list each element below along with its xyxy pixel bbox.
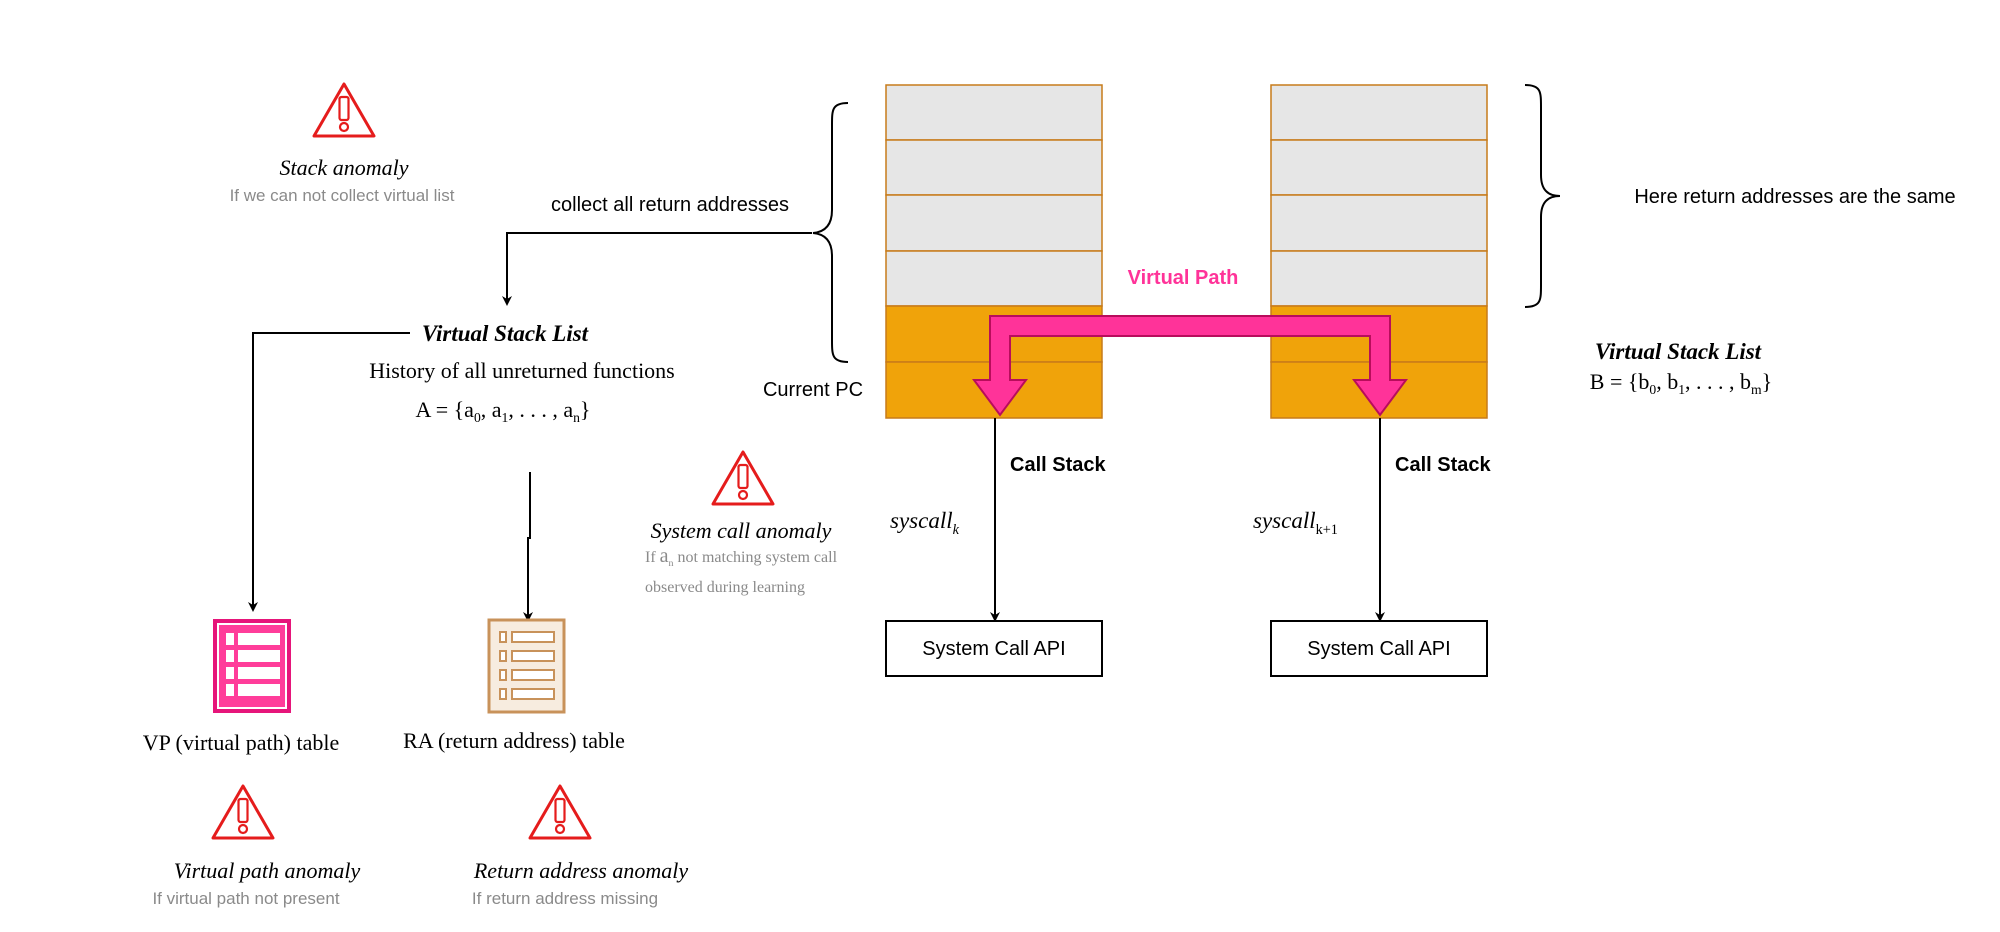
stack-frame <box>885 139 1103 196</box>
stack-frame <box>1270 250 1488 307</box>
stack-frame <box>885 84 1103 141</box>
system-call-api-box-1 <box>885 620 1103 677</box>
virtual-stack-list-b: Virtual Stack List B = {b0, b1, . . . , … <box>1590 339 1772 397</box>
list-a-formula: A = {a0, a1, . . . , an} <box>416 397 591 425</box>
stack-frame <box>885 194 1103 252</box>
system-call-api-label-2: System Call API <box>1307 638 1450 660</box>
list-a-title: Virtual Stack List <box>422 321 589 346</box>
vp-table-icon <box>213 619 291 713</box>
stack-frame <box>885 250 1103 307</box>
stack-anomaly-title: Stack anomaly <box>280 155 409 180</box>
warning-triangle-icon <box>312 82 376 138</box>
stack-anomaly: Stack anomaly If we can not collect virt… <box>230 82 455 205</box>
return-address-anomaly-title: Return address anomaly <box>473 858 689 883</box>
warning-triangle-icon <box>711 450 775 506</box>
ra-table-icon <box>487 618 566 714</box>
ra-table-label: RA (return address) table <box>403 728 625 753</box>
right-brace <box>1524 84 1561 308</box>
stack-frame <box>1270 194 1488 252</box>
virtual-path-anomaly: Virtual path anomaly If virtual path not… <box>152 784 361 908</box>
system-call-anomaly-note-line2: observed during learning <box>645 579 805 596</box>
arrow-to-ra-table <box>523 472 533 622</box>
vp-table-label: VP (virtual path) table <box>143 730 340 755</box>
syscall-k1-label: syscallk+1 <box>1253 508 1338 538</box>
return-address-anomaly: Return address anomaly If return address… <box>472 784 689 908</box>
system-call-anomaly: System call anomaly If an not matching s… <box>645 450 838 596</box>
system-call-api-label-1: System Call API <box>922 638 1065 660</box>
call-stack-label-1: Call Stack <box>1010 454 1106 476</box>
virtual-path-anomaly-note: If virtual path not present <box>152 889 339 908</box>
virtual-path-anomaly-title: Virtual path anomaly <box>174 858 361 883</box>
system-call-anomaly-note: If an not matching system call <box>645 545 838 569</box>
stack-anomaly-note: If we can not collect virtual list <box>230 186 455 205</box>
warning-triangle-icon <box>528 784 592 840</box>
virtual-path-label: Virtual Path <box>1128 267 1239 289</box>
same-address-note: Here return addresses are the same <box>1634 186 1955 208</box>
stack-frame <box>1270 139 1488 196</box>
warning-triangle-icon <box>211 784 275 840</box>
arrow-to-vp-table <box>248 332 410 612</box>
list-a-subtitle: History of all unreturned functions <box>369 358 675 383</box>
left-brace <box>812 102 849 363</box>
list-b-title: Virtual Stack List <box>1595 339 1762 364</box>
current-pc-label: Current PC <box>763 379 863 401</box>
call-stack-1 <box>885 84 1103 419</box>
call-stack-label-2: Call Stack <box>1395 454 1491 476</box>
collect-label: collect all return addresses <box>551 194 789 216</box>
collect-arrow <box>502 232 812 306</box>
virtual-stack-list-a: Virtual Stack List History of all unretu… <box>369 321 675 425</box>
list-b-formula: B = {b0, b1, . . . , bm} <box>1590 369 1772 397</box>
syscall-k-label: syscallk <box>890 508 960 538</box>
return-address-anomaly-note: If return address missing <box>472 889 658 908</box>
system-call-api-box-2 <box>1270 620 1488 677</box>
stack-frame <box>1270 84 1488 141</box>
virtual-path-arrow <box>972 315 1408 417</box>
system-call-anomaly-title: System call anomaly <box>651 518 832 543</box>
